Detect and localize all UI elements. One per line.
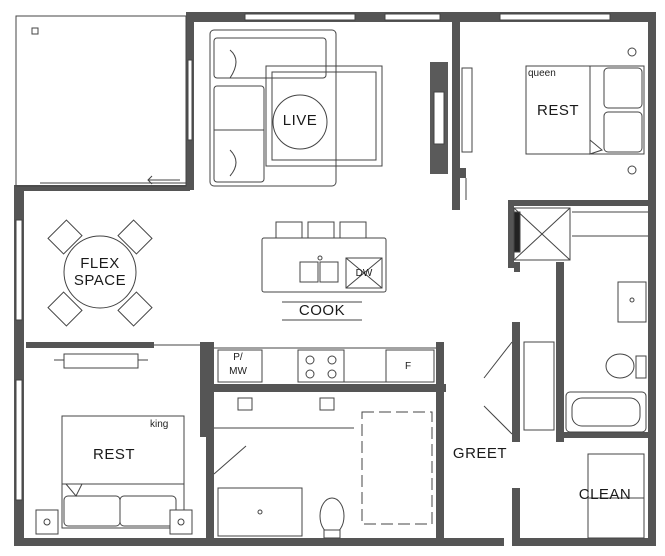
appliance-microwave-line1: P/ (233, 352, 243, 363)
queen-bed (525, 47, 645, 175)
center-bath (213, 397, 354, 539)
room-label-live: LIVE (282, 112, 318, 129)
laundry (587, 453, 645, 539)
room-label-flex-line1: FLEX (80, 255, 120, 272)
appliance-fridge: F (404, 361, 412, 372)
entry-closet (483, 341, 555, 435)
living-rug (265, 65, 383, 167)
walk-in-closet (361, 411, 433, 525)
room-label-rest-secondary: REST (92, 446, 135, 463)
appliance-dishwasher: DW (355, 268, 373, 279)
interior-walls (26, 22, 653, 542)
room-label-cook: COOK (298, 302, 346, 319)
bed-size-king: king (150, 419, 169, 430)
windows (15, 13, 611, 501)
bed-size-queen: queen (528, 68, 556, 79)
flex-dining-set (47, 219, 153, 327)
appliance-microwave-line2: MW (229, 366, 247, 377)
king-bed (35, 353, 193, 535)
door-swings (154, 178, 467, 346)
room-label-clean: CLEAN (578, 486, 632, 503)
room-label-greet: GREET (452, 445, 508, 462)
room-label-flex-line2: SPACE (73, 272, 127, 289)
coffee-table (272, 94, 328, 150)
kitchen-island (261, 221, 387, 293)
tv-unit (430, 62, 473, 174)
right-bath (513, 207, 648, 433)
balcony (15, 15, 187, 187)
cook-label-box (282, 301, 362, 321)
room-label-rest-primary: REST (536, 102, 579, 119)
kitchen-counter (214, 347, 436, 383)
